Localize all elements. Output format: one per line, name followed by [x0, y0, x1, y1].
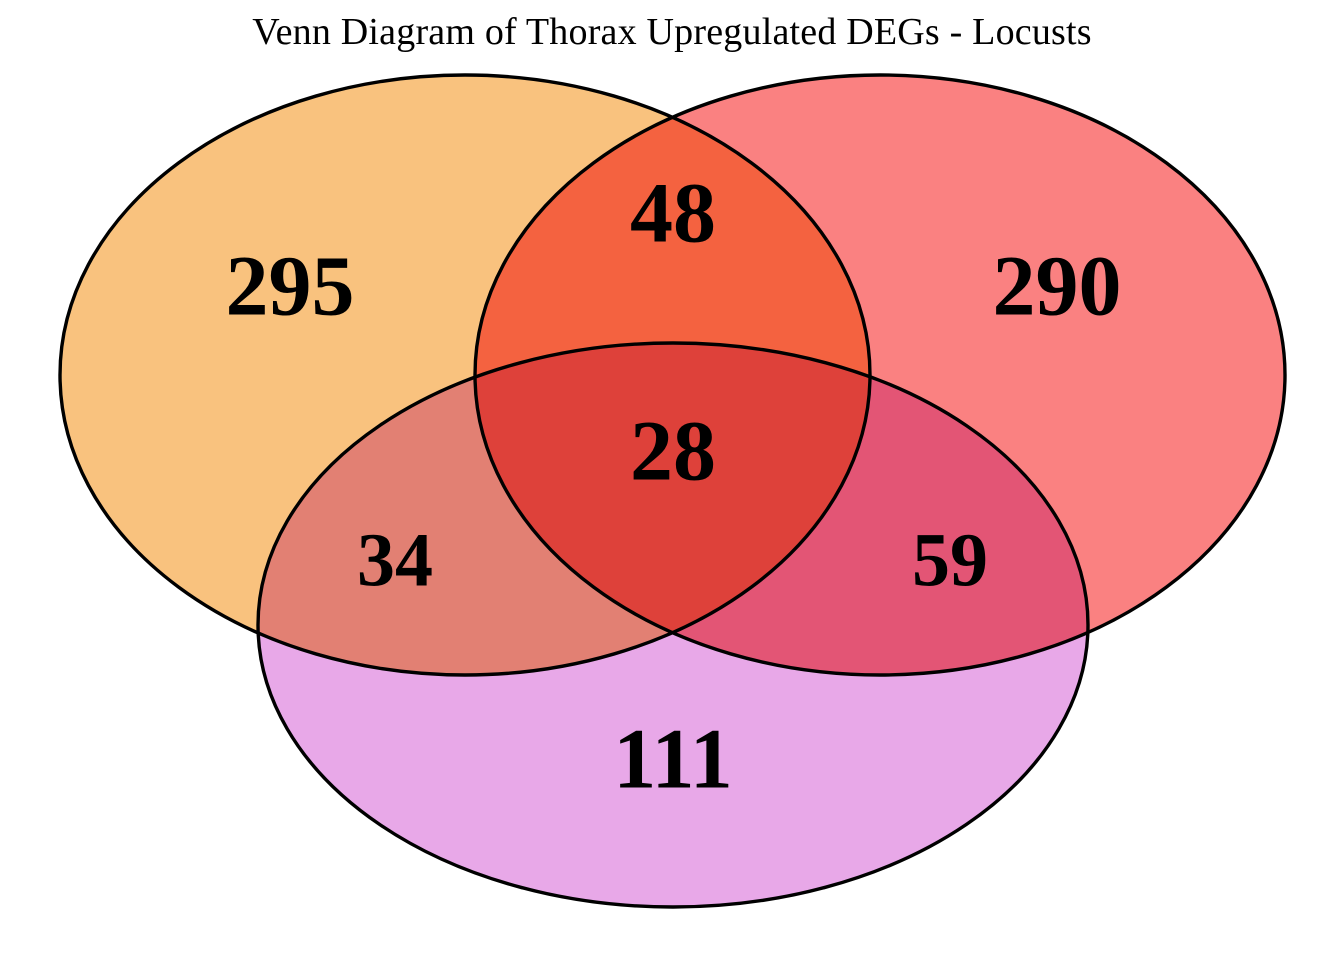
page-title: Venn Diagram of Thorax Upregulated DEGs …: [252, 11, 1092, 53]
region-label-b-only: 290: [993, 238, 1122, 334]
venn-fills: [60, 75, 1285, 907]
venn-outlines: [58, 73, 1287, 909]
ellipse-set-b-outline[interactable]: [473, 73, 1287, 677]
region-label-ab: 48: [630, 165, 716, 261]
ellipse-set-c-fill: [258, 343, 1088, 907]
region-label-bc: 59: [912, 518, 988, 602]
region-label-c-only: 111: [613, 711, 733, 807]
ellipse-set-c-outline[interactable]: [256, 341, 1090, 909]
region-label-abc: 28: [630, 403, 716, 499]
region-label-ac: 34: [357, 518, 433, 602]
region-label-a-only: 295: [226, 238, 355, 334]
